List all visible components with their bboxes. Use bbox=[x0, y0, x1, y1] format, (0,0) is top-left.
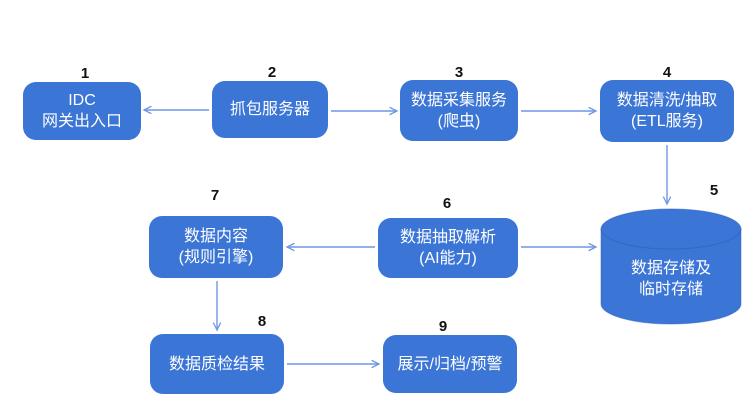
node-number-9: 9 bbox=[438, 318, 448, 335]
node-label: 数据抽取解析 (AI能力) bbox=[378, 227, 518, 269]
node-label: 抓包服务器 bbox=[212, 99, 328, 120]
node-label-line: 数据存储及 bbox=[630, 259, 711, 277]
node-number-2: 2 bbox=[267, 64, 277, 81]
node-number-7: 7 bbox=[210, 187, 220, 204]
node-label: 数据质检结果 bbox=[150, 354, 284, 375]
node-data-cleaning-etl: 数据清洗/抽取 (ETL服务) bbox=[600, 80, 734, 142]
node-label: IDC 网关出入口 bbox=[23, 90, 141, 132]
node-number-6: 6 bbox=[442, 195, 452, 212]
node-data-storage: 数据存储及临时存储 bbox=[600, 208, 742, 325]
node-data-extraction-ai: 数据抽取解析 (AI能力) bbox=[378, 218, 518, 278]
node-label: 展示/归档/预警 bbox=[383, 354, 517, 375]
node-label-line: 数据清洗/抽取 bbox=[616, 92, 718, 109]
node-idc-gateway: IDC 网关出入口 bbox=[23, 82, 141, 140]
node-data-quality-check-result: 数据质检结果 bbox=[150, 334, 284, 394]
node-number-4: 4 bbox=[662, 64, 672, 81]
node-label-line: (AI能力) bbox=[419, 250, 477, 267]
node-label-line: 抓包服务器 bbox=[229, 101, 310, 118]
node-label-line: 展示/归档/预警 bbox=[397, 355, 503, 373]
node-number-3: 3 bbox=[454, 64, 464, 81]
node-label-line: IDC bbox=[68, 92, 96, 109]
node-label-line: 数据抽取解析 bbox=[399, 229, 496, 246]
node-label-line: 数据质检结果 bbox=[168, 355, 265, 373]
node-label-line: 数据内容 bbox=[183, 228, 248, 245]
node-data-content-rule-engine: 数据内容 (规则引擎) bbox=[149, 216, 283, 278]
node-label: 数据清洗/抽取 (ETL服务) bbox=[600, 90, 734, 132]
node-packet-capture-server: 抓包服务器 bbox=[212, 81, 328, 138]
node-label-line: (ETL服务) bbox=[630, 113, 703, 130]
node-label-line: 网关出入口 bbox=[41, 113, 122, 130]
node-number-8: 8 bbox=[257, 313, 267, 330]
node-label-line: (规则引擎) bbox=[178, 249, 254, 266]
node-label: 数据内容 (规则引擎) bbox=[149, 226, 283, 268]
node-number-1: 1 bbox=[80, 65, 90, 82]
node-display-archive-alert: 展示/归档/预警 bbox=[383, 335, 517, 393]
node-data-collection-service: 数据采集服务 (爬虫) bbox=[400, 80, 518, 141]
node-number-5: 5 bbox=[709, 182, 719, 199]
node-label-line: (爬虫) bbox=[437, 112, 481, 130]
node-label-line: 数据采集服务 bbox=[410, 91, 507, 109]
node-label: 数据采集服务 (爬虫) bbox=[400, 90, 518, 132]
node-label-line: 临时存储 bbox=[638, 280, 703, 298]
node-label: 数据存储及临时存储 bbox=[600, 234, 742, 323]
cylinder-shape bbox=[600, 208, 742, 325]
